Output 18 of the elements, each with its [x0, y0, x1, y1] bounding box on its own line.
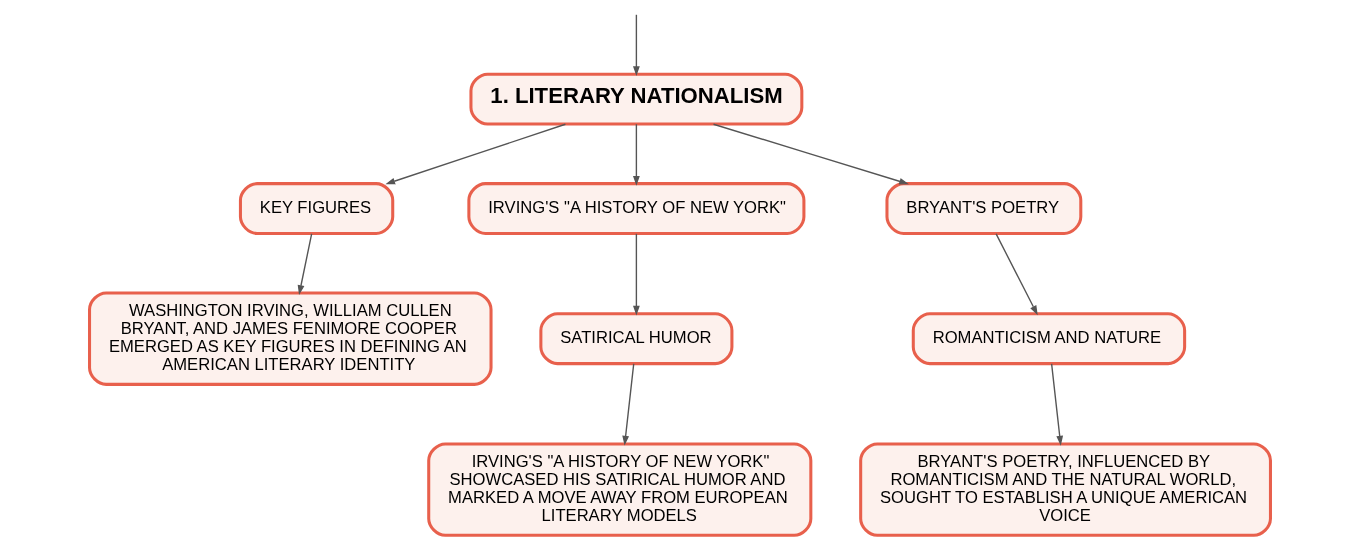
arrow	[297, 233, 312, 295]
node-box: WASHINGTON IRVING, WILLIAM CULLEN BRYANT, AND JAMES FENIMORE COOPER EMERGED AS KEY FIGURES IN DEFINING AN AMERICAN LITERARY IDENTITY	[87, 291, 493, 386]
node-box: IRVING'S "A HISTORY OF NEW YORK"	[466, 182, 805, 235]
arrow	[632, 123, 640, 186]
arrow	[621, 363, 634, 446]
node-box: BRYANT'S POETRY, INFLUENCED BY ROMANTICISM AND THE NATURAL WORLD, SOUGHT TO ESTABLISH A UNIQUE AMERICAN VOICE	[858, 442, 1272, 537]
arrow	[632, 233, 640, 316]
node-box: ROMANTICISM AND NATURE	[911, 312, 1186, 366]
arrow	[994, 233, 1038, 316]
node-box: 1. LITERARY NATIONALISM	[468, 72, 803, 126]
node-box: IRVING'S "A HISTORY OF NEW YORK" SHOWCASED HIS SATIRICAL HUMOR AND MARKED A MOVE AWAY FROM EUROPEAN LITERARY MODELS	[426, 442, 812, 537]
arrow	[632, 14, 640, 77]
node-box: SATIRICAL HUMOR	[538, 312, 733, 366]
arrow	[1050, 363, 1063, 446]
arrow	[712, 123, 909, 185]
node-box: KEY FIGURES	[238, 182, 394, 235]
node-box: BRYANT'S POETRY	[884, 182, 1082, 235]
arrow	[384, 123, 566, 185]
